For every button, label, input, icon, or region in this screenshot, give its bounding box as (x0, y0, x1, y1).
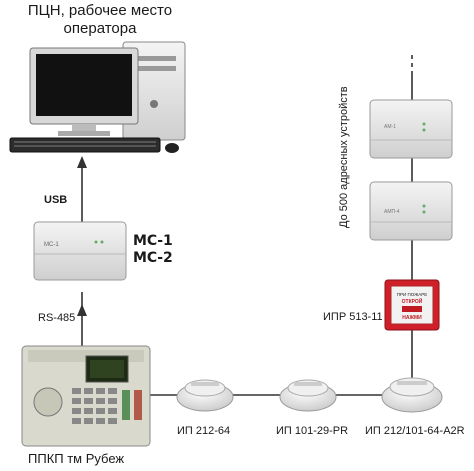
ipr-text-2: ОТКРОЙ (402, 297, 423, 305)
rs485-label: RS-485 (38, 312, 76, 324)
panel-label: ППКП тм Рубеж (28, 451, 125, 466)
mc-label: МС-1 МС-2 (133, 233, 173, 267)
panel-device (21, 345, 151, 447)
rs485-arrow (77, 304, 87, 316)
mc-converter-device: МС-1 (33, 221, 127, 281)
detector-1-label: ИП 212-64 (177, 425, 231, 437)
ipr-text-1: ПРИ ПОЖАРЕ (397, 292, 428, 297)
detector-3-label: ИП 212/101-64-A2R (365, 425, 465, 437)
workstation-title-line2: оператора (63, 20, 137, 37)
workstation-title-line1: ПЦН, рабочее место (27, 2, 173, 19)
detector-2-label: ИП 101-29-PR (276, 425, 349, 437)
module-mid-text: АМП-4 (384, 209, 400, 215)
ipr-device: ПРИ ПОЖАРЕ ОТКРОЙ НАЖМИ (384, 279, 440, 331)
address-devices-note: До 500 адресных устройств (338, 86, 350, 228)
detector-1 (176, 379, 234, 412)
address-module-top: АМ-1 (369, 99, 453, 159)
mouse (165, 143, 179, 153)
detector-2 (279, 379, 337, 412)
mc-label-line1: МС-1 (133, 233, 173, 249)
monitor-screen (36, 54, 132, 116)
address-module-mid: АМП-4 (369, 181, 453, 241)
usb-arrow (77, 156, 87, 168)
ipr-label: ИПР 513-11 (323, 311, 383, 323)
ipr-text-3: НАЖМИ (402, 315, 422, 321)
detector-3 (381, 377, 443, 413)
module-top-text: АМ-1 (384, 124, 396, 130)
usb-label: USB (44, 194, 68, 206)
workstation-title: ПЦН, рабочее место оператора (0, 2, 200, 38)
computer-workstation (9, 41, 186, 153)
mc-label-line2: МС-2 (133, 250, 173, 266)
converter-device-text: МС-1 (44, 242, 59, 248)
